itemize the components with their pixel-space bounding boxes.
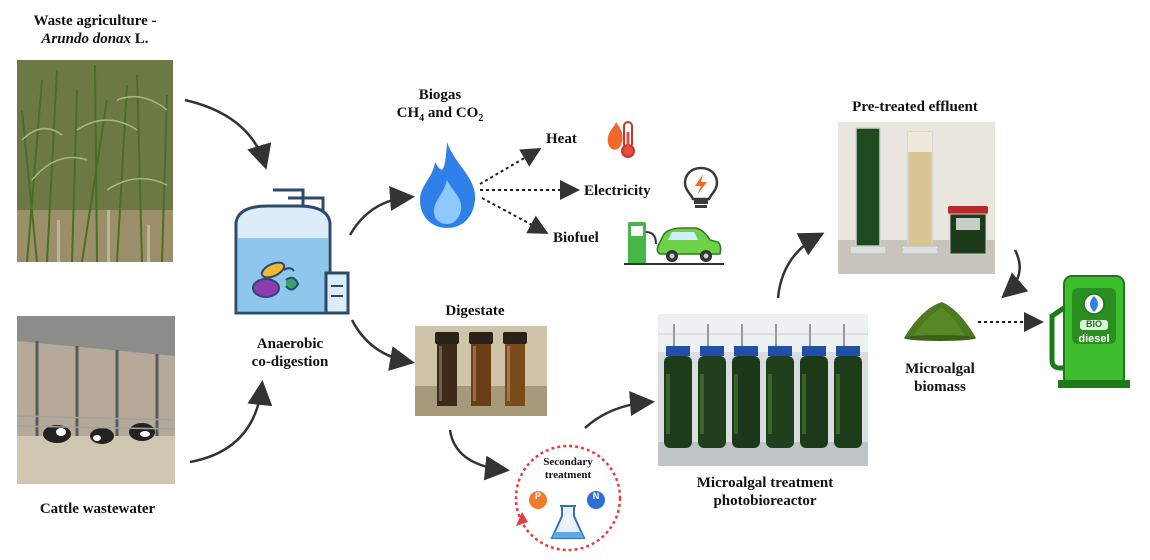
co2-sub: 2 [478, 113, 484, 124]
biomass-line1: Microalgal [905, 361, 975, 377]
pretreated-effluent-photo [838, 122, 995, 274]
biofuel-label: Biofuel [553, 230, 599, 246]
microalgal-biomass-label: Microalgal biomass [880, 360, 1000, 396]
diesel-label: diesel [1078, 333, 1110, 345]
waste-title-line1: Waste agriculture - [33, 13, 157, 29]
biomass-line2: biomass [914, 379, 966, 395]
arrow-cattle-to-digestion [189, 380, 273, 464]
microalgal-line1: Microalgal treatment [696, 475, 834, 491]
digestate-tubes-photo [415, 326, 547, 416]
thermometer-icon [602, 118, 640, 160]
species-name: Arundo donax [41, 31, 132, 47]
digestate-title: Digestate [445, 303, 505, 319]
arundo-donax-photo [17, 60, 173, 262]
photobioreactor-photo [658, 314, 868, 466]
arrow-waste-to-digestion [184, 98, 272, 170]
digestion-line2: co-digestion [251, 354, 329, 370]
ch4-sub: 4 [419, 113, 425, 124]
microalgal-line2: photobioreactor [713, 493, 817, 509]
arrow-digestate-to-secondary [448, 429, 510, 481]
arrow-biogas-to-biofuel [481, 197, 549, 234]
flame-icon [415, 140, 480, 230]
waste-title-line2: Arundo donax L. [0, 30, 190, 48]
bio-label: BIO [1085, 319, 1102, 329]
biogas-formula: CH4 and CO2 [375, 104, 505, 128]
ch4-prefix: CH [396, 105, 420, 121]
digestion-label: Anaerobic co-digestion [215, 335, 365, 371]
arrow-digestion-to-biogas [348, 186, 415, 236]
phosphorus-label: P [534, 491, 541, 501]
pretreated-effluent-title: Pre-treated effluent [852, 99, 978, 115]
and-co: and CO [424, 105, 479, 121]
nitrogen-label: N [592, 491, 600, 501]
ev-charging-icon [624, 216, 724, 268]
arrow-pbr-to-effluent [776, 232, 825, 299]
heat-label: Heat [546, 131, 577, 147]
electricity-label: Electricity [584, 183, 651, 199]
secondary-line1: Secondary [543, 456, 593, 468]
arrow-effluent-to-biomass [1001, 249, 1029, 299]
secondary-treatment-label: Secondary treatment [528, 456, 608, 482]
biogas-label: Biogas [418, 87, 462, 103]
biogas-title: Biogas CH4 and CO2 [375, 86, 505, 128]
biodiesel-pump-icon [1042, 268, 1142, 390]
digestion-line1: Anaerobic [256, 336, 324, 352]
biomass-pile-icon [902, 298, 978, 342]
waste-agriculture-title: Waste agriculture - Arundo donax L. [0, 12, 190, 48]
secondary-treatment-cycle [508, 440, 628, 555]
species-suffix: L. [131, 31, 149, 47]
cattle-barn-photo [17, 316, 175, 484]
digester-icon [228, 178, 358, 328]
secondary-line2: treatment [544, 469, 592, 481]
cattle-wastewater-title: Cattle wastewater [39, 501, 156, 517]
lightbulb-icon [682, 164, 720, 212]
arrow-secondary-to-pbr [584, 391, 655, 429]
arrow-digestion-to-digestate [350, 319, 415, 371]
microalgal-treatment-label: Microalgal treatment photobioreactor [660, 474, 870, 510]
arrow-biogas-to-heat [479, 147, 542, 185]
